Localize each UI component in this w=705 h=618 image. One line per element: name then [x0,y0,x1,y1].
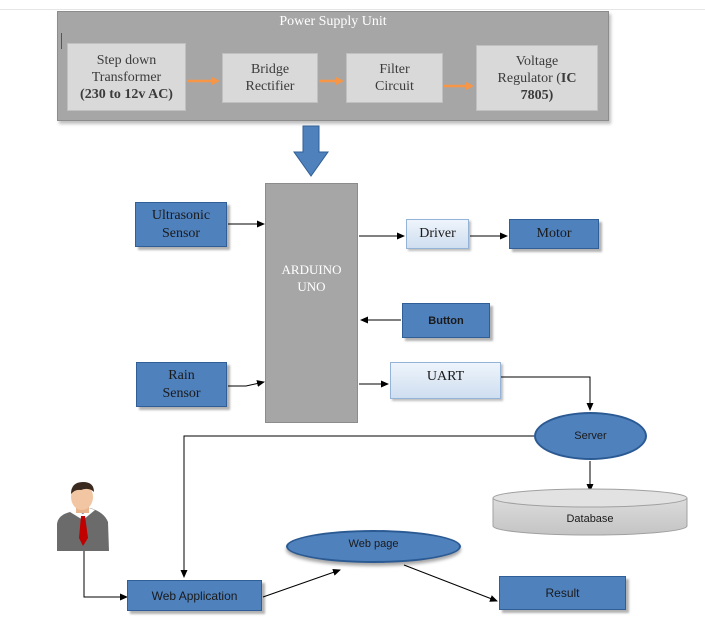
ultrasonic-sensor-box: Ultrasonic Sensor [135,202,227,247]
regulator-line2: Regulator (IC [498,70,577,87]
motor-box: Motor [509,219,599,249]
regulator-line2-text: Regulator ( [497,70,561,86]
web-application-box: Web Application [127,580,262,611]
regulator-line2-bold: IC [560,70,577,86]
top-divider [0,9,705,10]
web-page-label: Web page [348,538,399,550]
regulator-line3: 7805) [520,87,554,103]
web-application-to-web-page-connector [262,569,341,598]
web-page-to-result-connector [403,564,498,602]
user-to-web-application-connector [83,550,128,601]
button-box: Button [402,303,490,338]
bridge-rectifier-box: Bridge Rectifier [222,53,318,103]
button-label: Button [428,314,464,327]
server-to-web-application-connector [180,435,534,578]
rain-to-arduino-connector [228,380,265,387]
driver-label: Driver [419,226,456,241]
motor-label: Motor [536,226,572,241]
database-label: Database [566,513,614,525]
rain-sensor-box: Rain Sensor [136,362,227,407]
rectifier-line2: Rectifier [245,79,295,94]
uart-box: UART [390,362,501,399]
filter-to-regulator-arrowhead [466,82,474,90]
ultrasonic-line1: Ultrasonic [151,207,211,223]
ultrasonic-line2: Sensor [161,225,201,241]
rain-line1: Rain [168,367,195,383]
psu-arrows [187,77,474,90]
voltage-regulator-box: Voltage Regulator (IC 7805) [476,45,598,111]
rain-line2: Sensor [162,385,201,401]
uart-to-server-connector [501,376,594,411]
arduino-line2: UNO [297,279,326,294]
transformer-to-rectifier-arrowhead [212,77,220,85]
result-box: Result [499,576,626,610]
filter-line1: Filter [379,62,410,77]
filter-circuit-box: Filter Circuit [346,53,443,103]
transformer-line3: (230 to 12v AC) [80,86,173,102]
arduino-uno-block: ARDUINO UNO [265,183,358,423]
regulator-line1: Voltage [515,53,559,69]
rectifier-to-filter-arrowhead [336,77,344,85]
power-supply-unit-title: Power Supply Unit [279,14,387,29]
uart-label: UART [426,369,465,384]
database-cylinder [492,488,688,536]
result-label: Result [545,586,580,600]
web-application-label: Web Application [151,588,238,603]
power-flow-arrow [293,125,329,177]
step-down-transformer-box: Step down Transformer (230 to 12v AC) [67,43,186,111]
web-page-ellipse: Web page [286,530,461,563]
rectifier-line1: Bridge [250,62,290,77]
user-person-icon [57,482,109,551]
server-label: Server [574,430,607,442]
arduino-line1: ARDUINO [281,262,342,277]
server-ellipse: Server [534,412,647,460]
transformer-line2: Transformer [91,69,162,85]
transformer-line1: Step down [96,52,157,68]
panel-marker [61,33,62,49]
filter-line2: Circuit [375,79,414,94]
driver-box: Driver [406,219,469,249]
